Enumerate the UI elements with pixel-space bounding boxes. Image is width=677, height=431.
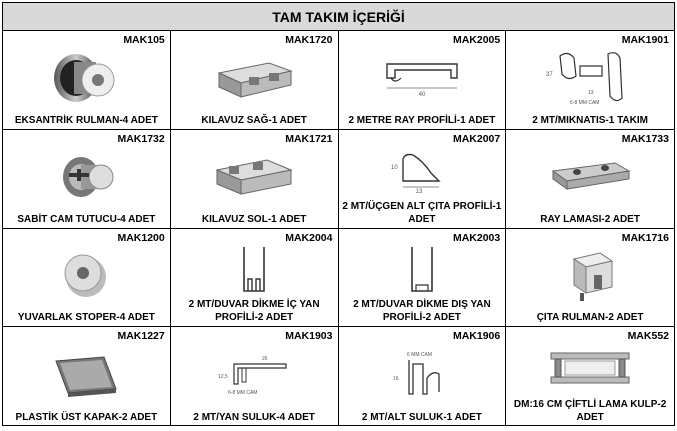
product-label: SABİT CAM TUTUCU-4 ADET — [17, 213, 156, 225]
guide-left-icon — [171, 144, 338, 210]
product-label: YUVARLAK STOPER-4 ADET — [17, 312, 155, 324]
magnet-dimension-b: 13 — [588, 90, 594, 96]
rail-plate-icon — [506, 144, 674, 210]
product-label: RAY LAMASI-2 ADET — [540, 213, 640, 225]
triangle-dimension-a: 10 — [391, 165, 398, 171]
product-code: MAK2003 — [452, 231, 501, 244]
product-cell: MAK1903 26 12,5 6-8 MM CAM 2 MT/YAN SULU… — [171, 327, 339, 426]
product-label: 2 MT/YAN SULUK-4 ADET — [193, 412, 315, 423]
product-code: MAK1721 — [285, 132, 333, 145]
bottom-drip-icon: 6 MM CAM 16 — [339, 341, 506, 408]
product-label: KILAVUZ SOL-1 ADET — [201, 213, 307, 225]
product-label: 2 METRE RAY PROFİLİ-1 ADET — [348, 114, 496, 126]
product-code: MAK1903 — [285, 330, 333, 343]
wall-post-inner-icon — [171, 243, 338, 297]
sheet-title: TAM TAKIM İÇERİĞİ — [3, 3, 674, 31]
product-grid: MAK105 EKSANTRİK RULMAN-4 ADET MAK1720 — [3, 31, 674, 426]
bottom-drip-dimension: 16 — [393, 376, 399, 382]
guide-right-icon — [171, 45, 338, 111]
product-code: MAK1227 — [117, 330, 165, 343]
product-cell: MAK1901 37 13 6-8 MM CAM 2 MT/MIKNATIS-1… — [506, 31, 674, 130]
product-cell: MAK2007 10 13 2 MT/ÜÇGEN ALT ÇITA PROFİL… — [338, 129, 507, 229]
glass-holder-icon — [3, 144, 170, 210]
product-label: 2 MT/DUVAR DİKME İÇ YAN PROFİLİ-2 ADET — [188, 299, 320, 324]
eccentric-bearing-icon — [3, 45, 170, 111]
side-drip-glass-note: 6-8 MM CAM — [228, 390, 257, 396]
product-cell: MAK105 EKSANTRİK RULMAN-4 ADET — [3, 31, 171, 130]
product-cell: MAK1732 SABİT CAM TUTUCU-4 ADET — [3, 129, 171, 229]
product-label: 2 MT/DUVAR DİKME DIŞ YAN PROFİLİ-2 ADET — [353, 299, 491, 324]
side-drip-dimension-a: 26 — [262, 356, 268, 362]
product-label: KILAVUZ SAĞ-1 ADET — [201, 114, 307, 126]
rail-profile-icon: 40 — [339, 45, 506, 111]
product-code: MAK1716 — [621, 231, 669, 244]
product-code: MAK1733 — [621, 132, 669, 145]
product-cell: MAK552 DM:16 CM ÇİFTLİ LAMA KULP-2 ADET — [506, 327, 674, 426]
magnet-glass-note: 6-8 MM CAM — [570, 100, 599, 106]
product-sheet: TAM TAKIM İÇERİĞİ MAK105 EKSANTRİK RULMA… — [2, 2, 675, 426]
magnet-profile-icon: 37 13 6-8 MM CAM — [506, 45, 674, 111]
product-code: MAK552 — [627, 330, 669, 343]
magnet-dimension-a: 37 — [546, 72, 553, 78]
triangle-profile-icon: 10 13 — [339, 144, 506, 198]
product-label: DM:16 CM ÇİFTLİ LAMA KULP-2 ADET — [513, 399, 667, 423]
product-cell: MAK1906 6 MM CAM 16 2 MT/ALT SULUK-1 ADE… — [339, 327, 507, 426]
product-label: 2 MT/ÜÇGEN ALT ÇITA PROFİLİ-1 ADET — [342, 200, 502, 225]
round-stopper-icon — [3, 243, 170, 309]
product-cell: MAK1721 KILAVUZ SOL-1 ADET — [170, 129, 339, 229]
product-cell: MAK1716 ÇITA RULMAN-2 ADET — [506, 229, 674, 328]
product-code: MAK1901 — [621, 34, 669, 46]
side-drip-dimension-b: 12,5 — [218, 374, 228, 380]
product-cell: MAK2003 2 MT/DUVAR DİKME DIŞ YAN PROFİLİ… — [338, 228, 507, 328]
plastic-cap-icon — [3, 341, 170, 408]
double-handle-icon — [506, 341, 674, 396]
rail-dimension: 40 — [419, 92, 426, 98]
triangle-dimension-b: 13 — [416, 189, 423, 193]
product-code: MAK1732 — [117, 132, 165, 145]
product-code: MAK2007 — [452, 132, 501, 145]
product-cell: MAK1720 KILAVUZ SAĞ-1 ADET — [170, 31, 339, 130]
product-cell: MAK2004 2 MT/DUVAR DİKME İÇ YAN PROFİLİ-… — [170, 228, 339, 328]
product-label: ÇITA RULMAN-2 ADET — [536, 312, 644, 324]
product-cell: MAK1200 YUVARLAK STOPER-4 ADET — [3, 228, 171, 328]
bottom-drip-glass-note: 6 MM CAM — [407, 352, 432, 358]
product-code: MAK1906 — [452, 330, 501, 343]
product-code: MAK1200 — [117, 231, 165, 244]
product-cell: MAK1733 RAY LAMASI-2 ADET — [506, 130, 674, 229]
wall-post-outer-icon — [339, 243, 506, 297]
product-label: 2 MT/ALT SULUK-1 ADET — [361, 412, 482, 423]
product-code: MAK105 — [123, 34, 165, 46]
product-code: MAK2004 — [285, 231, 333, 244]
product-cell: MAK2005 40 2 METRE RAY PROFİLİ-1 ADET — [338, 31, 507, 130]
product-code: MAK2005 — [452, 34, 501, 46]
product-cell: MAK1227 PLASTİK ÜST KAPAK-2 ADET — [3, 327, 171, 426]
product-label: 2 MT/MIKNATIS-1 TAKIM — [532, 114, 648, 126]
product-label: EKSANTRİK RULMAN-4 ADET — [14, 114, 158, 126]
strip-bearing-icon — [506, 243, 674, 309]
product-label: PLASTİK ÜST KAPAK-2 ADET — [15, 412, 158, 423]
product-code: MAK1720 — [285, 34, 333, 46]
side-drip-icon: 26 12,5 6-8 MM CAM — [171, 341, 338, 408]
